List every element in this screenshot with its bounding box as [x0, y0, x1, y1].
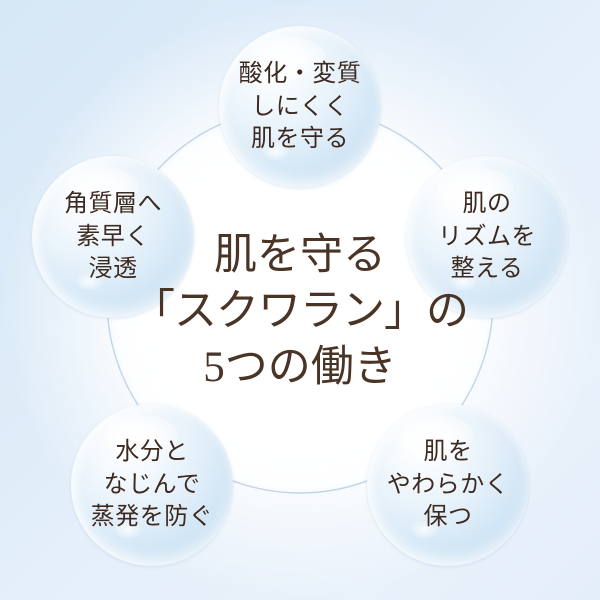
benefit-bubble-lower-right: 肌を やわらかく 保つ [367, 404, 529, 566]
benefit-bubble-upper-left: 角質層へ 素早く 浸透 [32, 156, 194, 318]
benefit-bubble-top-label: 酸化・変質 しにくく 肌を守る [238, 60, 362, 153]
benefit-bubble-lower-right-label: 肌を やわらかく 保つ [386, 438, 510, 531]
center-headline: 肌を守る 「スクワラン」の 5つの働き [120, 228, 480, 396]
center-headline-line-3: 5つの働き [203, 343, 397, 391]
benefit-bubble-lower-left: 水分と なじんで 蒸発を防ぐ [71, 404, 233, 566]
benefit-bubble-lower-left-label: 水分と なじんで 蒸発を防ぐ [90, 438, 214, 531]
benefit-bubble-top: 酸化・変質 しにくく 肌を守る [219, 26, 381, 188]
center-headline-line-1: 肌を守る [214, 232, 386, 279]
benefit-bubble-upper-right: 肌の リズムを 整える [406, 156, 568, 318]
center-headline-line-2: 「スクワラン」の [132, 287, 469, 335]
